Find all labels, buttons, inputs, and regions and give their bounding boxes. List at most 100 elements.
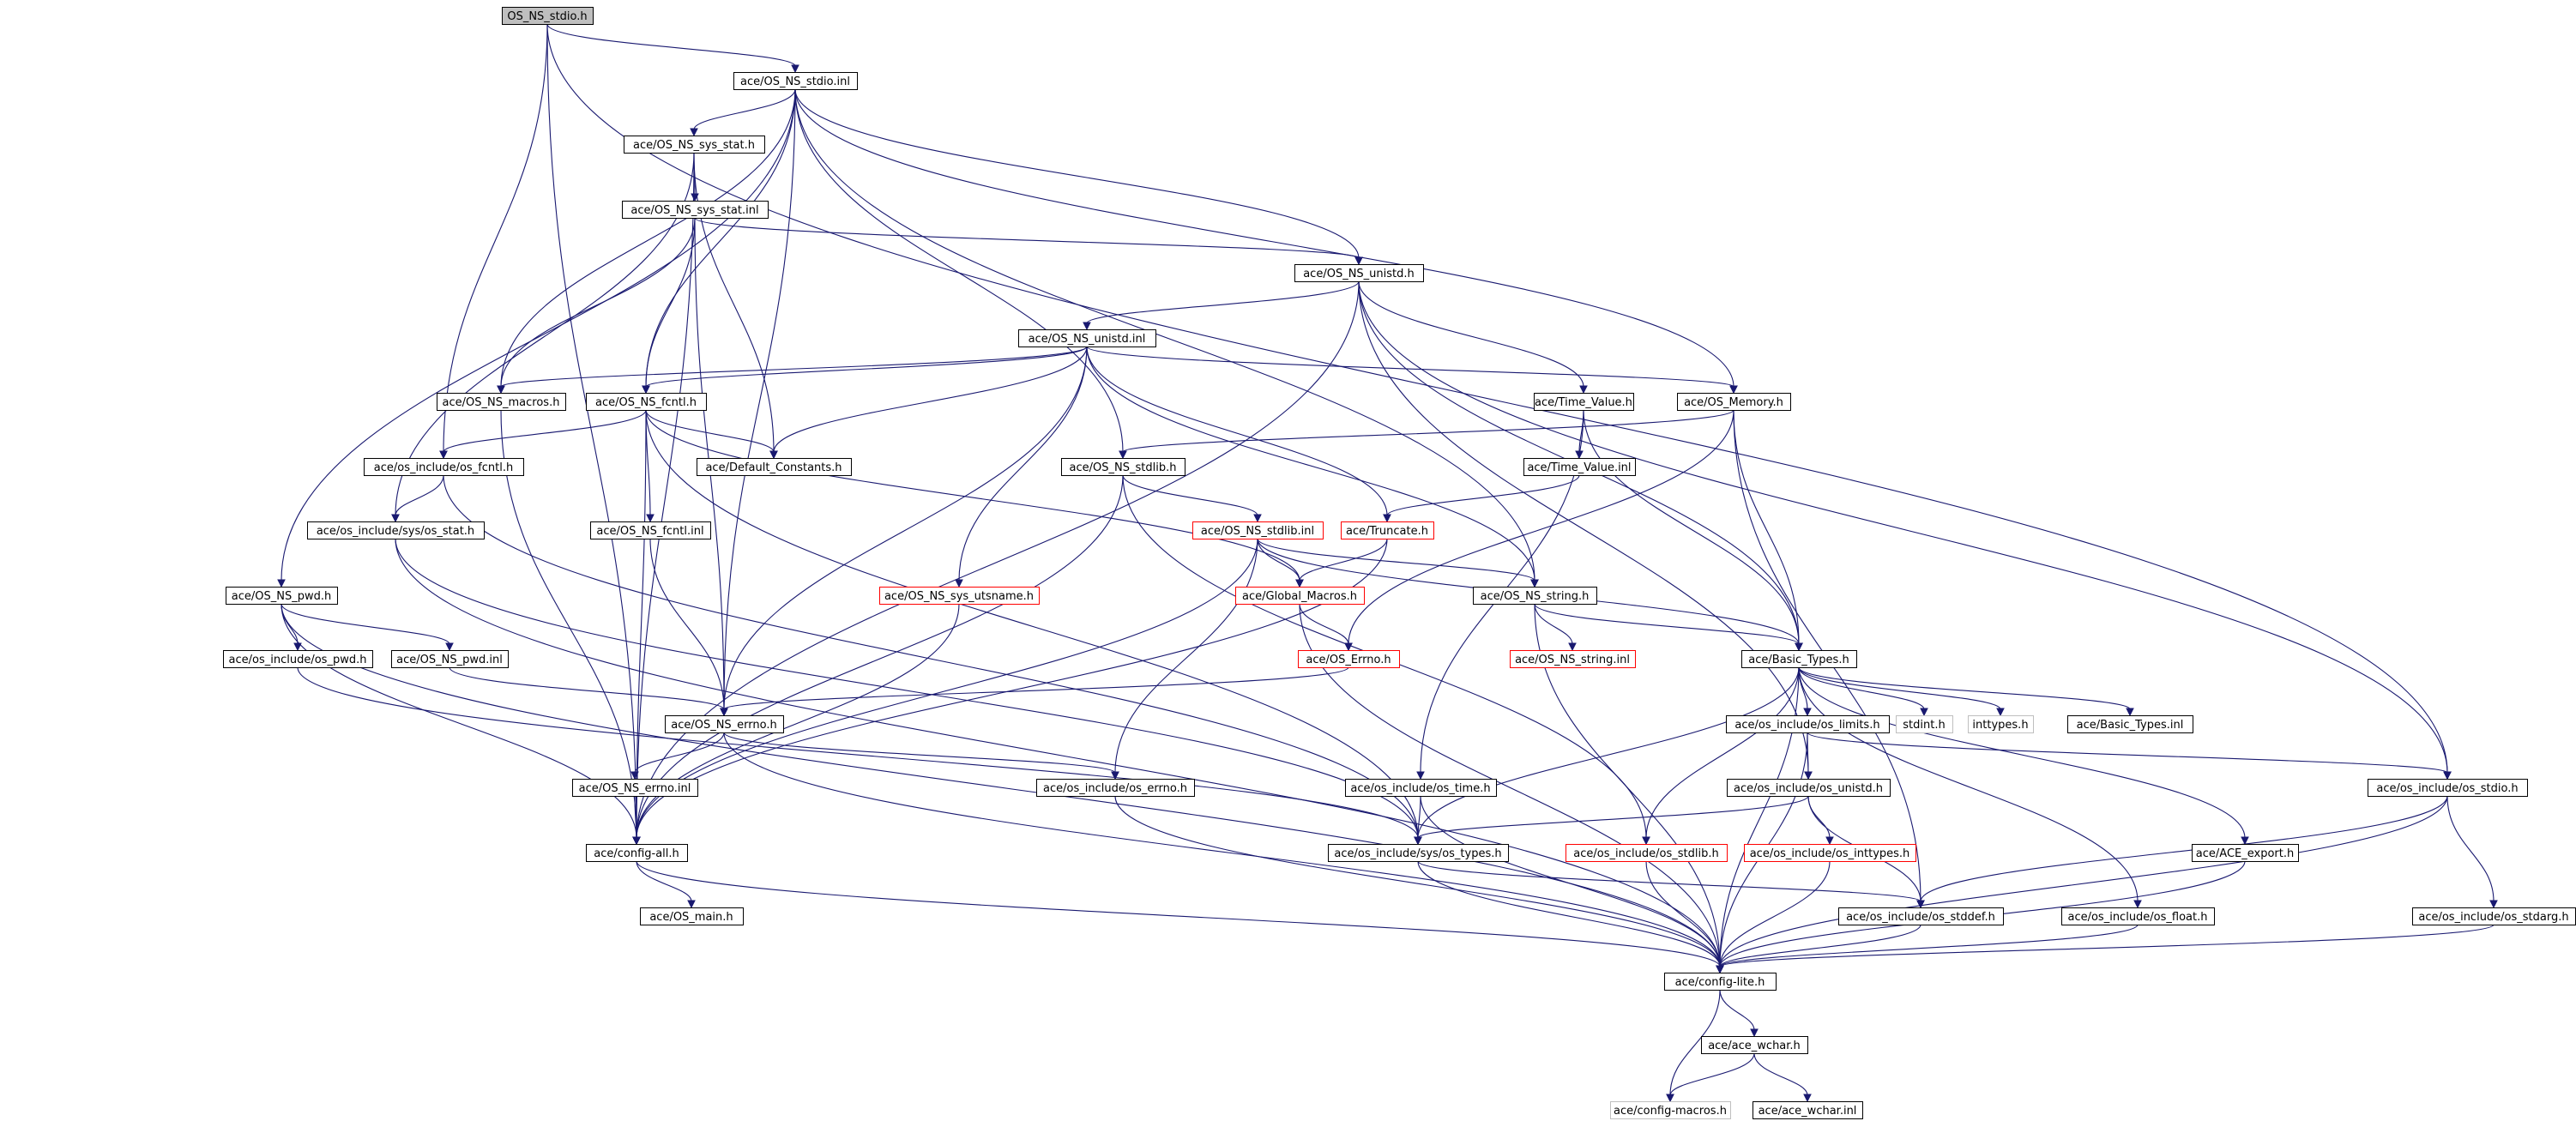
node-os_errno_h[interactable]: ace/os_include/os_errno.h [1036,779,1195,797]
node-ace_wchar_inl[interactable]: ace/ace_wchar.inl [1753,1101,1863,1119]
node-config_macros_h[interactable]: ace/config-macros.h [1610,1101,1731,1119]
node-box[interactable] [697,458,852,476]
node-box[interactable] [572,779,698,797]
node-box[interactable] [586,393,707,411]
node-box[interactable] [879,587,1040,605]
node-box[interactable] [437,393,566,411]
node-box[interactable] [2061,907,2215,925]
node-box[interactable] [1523,458,1636,476]
node-box[interactable] [640,907,744,925]
node-box[interactable] [364,458,524,476]
node-errno_h[interactable]: ace/OS_NS_errno.h [665,715,784,733]
node-basic_types_h[interactable]: ace/Basic_Types.h [1741,650,1857,668]
node-config_lite_h[interactable]: ace/config-lite.h [1664,973,1777,991]
node-os_inttypes_h[interactable]: ace/os_include/os_inttypes.h [1744,844,1916,862]
node-box[interactable] [590,521,711,539]
node-os_stdarg_h[interactable]: ace/os_include/os_stdarg.h [2412,907,2576,925]
node-box[interactable] [1235,587,1365,605]
node-box[interactable] [1345,779,1497,797]
node-box[interactable] [1677,393,1791,411]
node-os_limits_h[interactable]: ace/os_include/os_limits.h [1726,715,1890,733]
node-box[interactable] [391,650,509,668]
node-box[interactable] [1566,844,1728,862]
node-box[interactable] [2368,779,2528,797]
node-os_float_h[interactable]: ace/os_include/os_float.h [2061,907,2215,925]
node-pwd_h[interactable]: ace/OS_NS_pwd.h [226,587,338,605]
node-string_h[interactable]: ace/OS_NS_string.h [1473,587,1597,605]
node-box[interactable] [1838,907,2004,925]
node-stdint_h[interactable]: stdint.h [1896,715,1953,733]
node-stdlib_inl[interactable]: ace/OS_NS_stdlib.inl [1192,521,1324,539]
node-box[interactable] [665,715,784,733]
node-box[interactable] [1753,1101,1863,1119]
node-sys_stat_h[interactable]: ace/OS_NS_sys_stat.h [624,136,765,154]
node-stdio_inl[interactable]: ace/OS_NS_stdio.inl [733,72,858,90]
node-os_stdio_h[interactable]: ace/os_include/os_stdio.h [2368,779,2528,797]
node-box[interactable] [1328,844,1509,862]
node-box[interactable] [1061,458,1185,476]
node-box[interactable] [226,587,338,605]
node-os_main_h[interactable]: ace/OS_main.h [640,907,744,925]
node-box[interactable] [1664,973,1777,991]
node-box[interactable] [1298,650,1400,668]
node-box[interactable] [1294,264,1424,282]
node-box[interactable] [1741,650,1857,668]
node-box[interactable] [1744,844,1916,862]
node-box[interactable] [2192,844,2299,862]
node-os_types_h[interactable]: ace/os_include/sys/os_types.h [1328,844,1509,862]
node-time_value_h[interactable]: ace/Time_Value.h [1534,393,1634,411]
node-box[interactable] [1510,650,1636,668]
node-stdlib_h[interactable]: ace/OS_NS_stdlib.h [1061,458,1185,476]
node-pwd_inl[interactable]: ace/OS_NS_pwd.inl [391,650,509,668]
node-box[interactable] [1701,1036,1808,1054]
node-box[interactable] [622,201,769,219]
node-box[interactable] [1727,779,1891,797]
node-basic_types_inl[interactable]: ace/Basic_Types.inl [2067,715,2193,733]
node-os_pwd_h[interactable]: ace/os_include/os_pwd.h [223,650,373,668]
node-box[interactable] [2067,715,2193,733]
node-box[interactable] [624,136,765,154]
node-global_macros_h[interactable]: ace/Global_Macros.h [1235,587,1365,605]
node-box[interactable] [1968,715,2034,733]
node-ace_wchar_h[interactable]: ace/ace_wchar.h [1701,1036,1808,1054]
node-os_errno_ace_h[interactable]: ace/OS_Errno.h [1298,650,1400,668]
node-os_stdlib_h[interactable]: ace/os_include/os_stdlib.h [1566,844,1728,862]
node-box[interactable] [1192,521,1324,539]
node-box[interactable] [1726,715,1890,733]
node-memory_h[interactable]: ace/OS_Memory.h [1677,393,1791,411]
node-time_value_inl[interactable]: ace/Time_Value.inl [1523,458,1636,476]
node-os_stat_h[interactable]: ace/os_include/sys/os_stat.h [307,521,485,539]
node-string_inl[interactable]: ace/OS_NS_string.inl [1510,650,1636,668]
node-box[interactable] [1473,587,1597,605]
node-ace_export_h[interactable]: ace/ACE_export.h [2192,844,2299,862]
node-unistd_h[interactable]: ace/OS_NS_unistd.h [1294,264,1424,282]
node-box[interactable] [1896,715,1953,733]
node-default_constants_h[interactable]: ace/Default_Constants.h [697,458,852,476]
node-os_time_h[interactable]: ace/os_include/os_time.h [1345,779,1497,797]
node-box[interactable] [586,844,688,862]
node-inttypes_h[interactable]: inttypes.h [1968,715,2034,733]
node-root[interactable]: OS_NS_stdio.h [502,7,594,25]
node-fcntl_inl[interactable]: ace/OS_NS_fcntl.inl [590,521,711,539]
node-box[interactable] [1018,329,1156,347]
node-os_fcntl_h[interactable]: ace/os_include/os_fcntl.h [364,458,524,476]
node-box[interactable] [1610,1101,1731,1119]
node-sys_stat_inl[interactable]: ace/OS_NS_sys_stat.inl [622,201,769,219]
node-box[interactable] [1534,393,1634,411]
node-box[interactable] [307,521,485,539]
node-box[interactable] [223,650,373,668]
node-sys_utsname_h[interactable]: ace/OS_NS_sys_utsname.h [879,587,1040,605]
node-config_all_h[interactable]: ace/config-all.h [586,844,688,862]
node-fcntl_h[interactable]: ace/OS_NS_fcntl.h [586,393,707,411]
node-box[interactable] [502,7,594,25]
node-os_stddef_h[interactable]: ace/os_include/os_stddef.h [1838,907,2004,925]
edge-line [1733,409,1800,645]
node-box[interactable] [1036,779,1195,797]
node-box[interactable] [1341,521,1434,539]
node-macros_h[interactable]: ace/OS_NS_macros.h [437,393,566,411]
node-os_unistd_h[interactable]: ace/os_include/os_unistd.h [1727,779,1891,797]
node-errno_inl[interactable]: ace/OS_NS_errno.inl [572,779,698,797]
node-unistd_inl[interactable]: ace/OS_NS_unistd.inl [1018,329,1156,347]
node-truncate_h[interactable]: ace/Truncate.h [1341,521,1434,539]
node-box[interactable] [733,72,858,90]
